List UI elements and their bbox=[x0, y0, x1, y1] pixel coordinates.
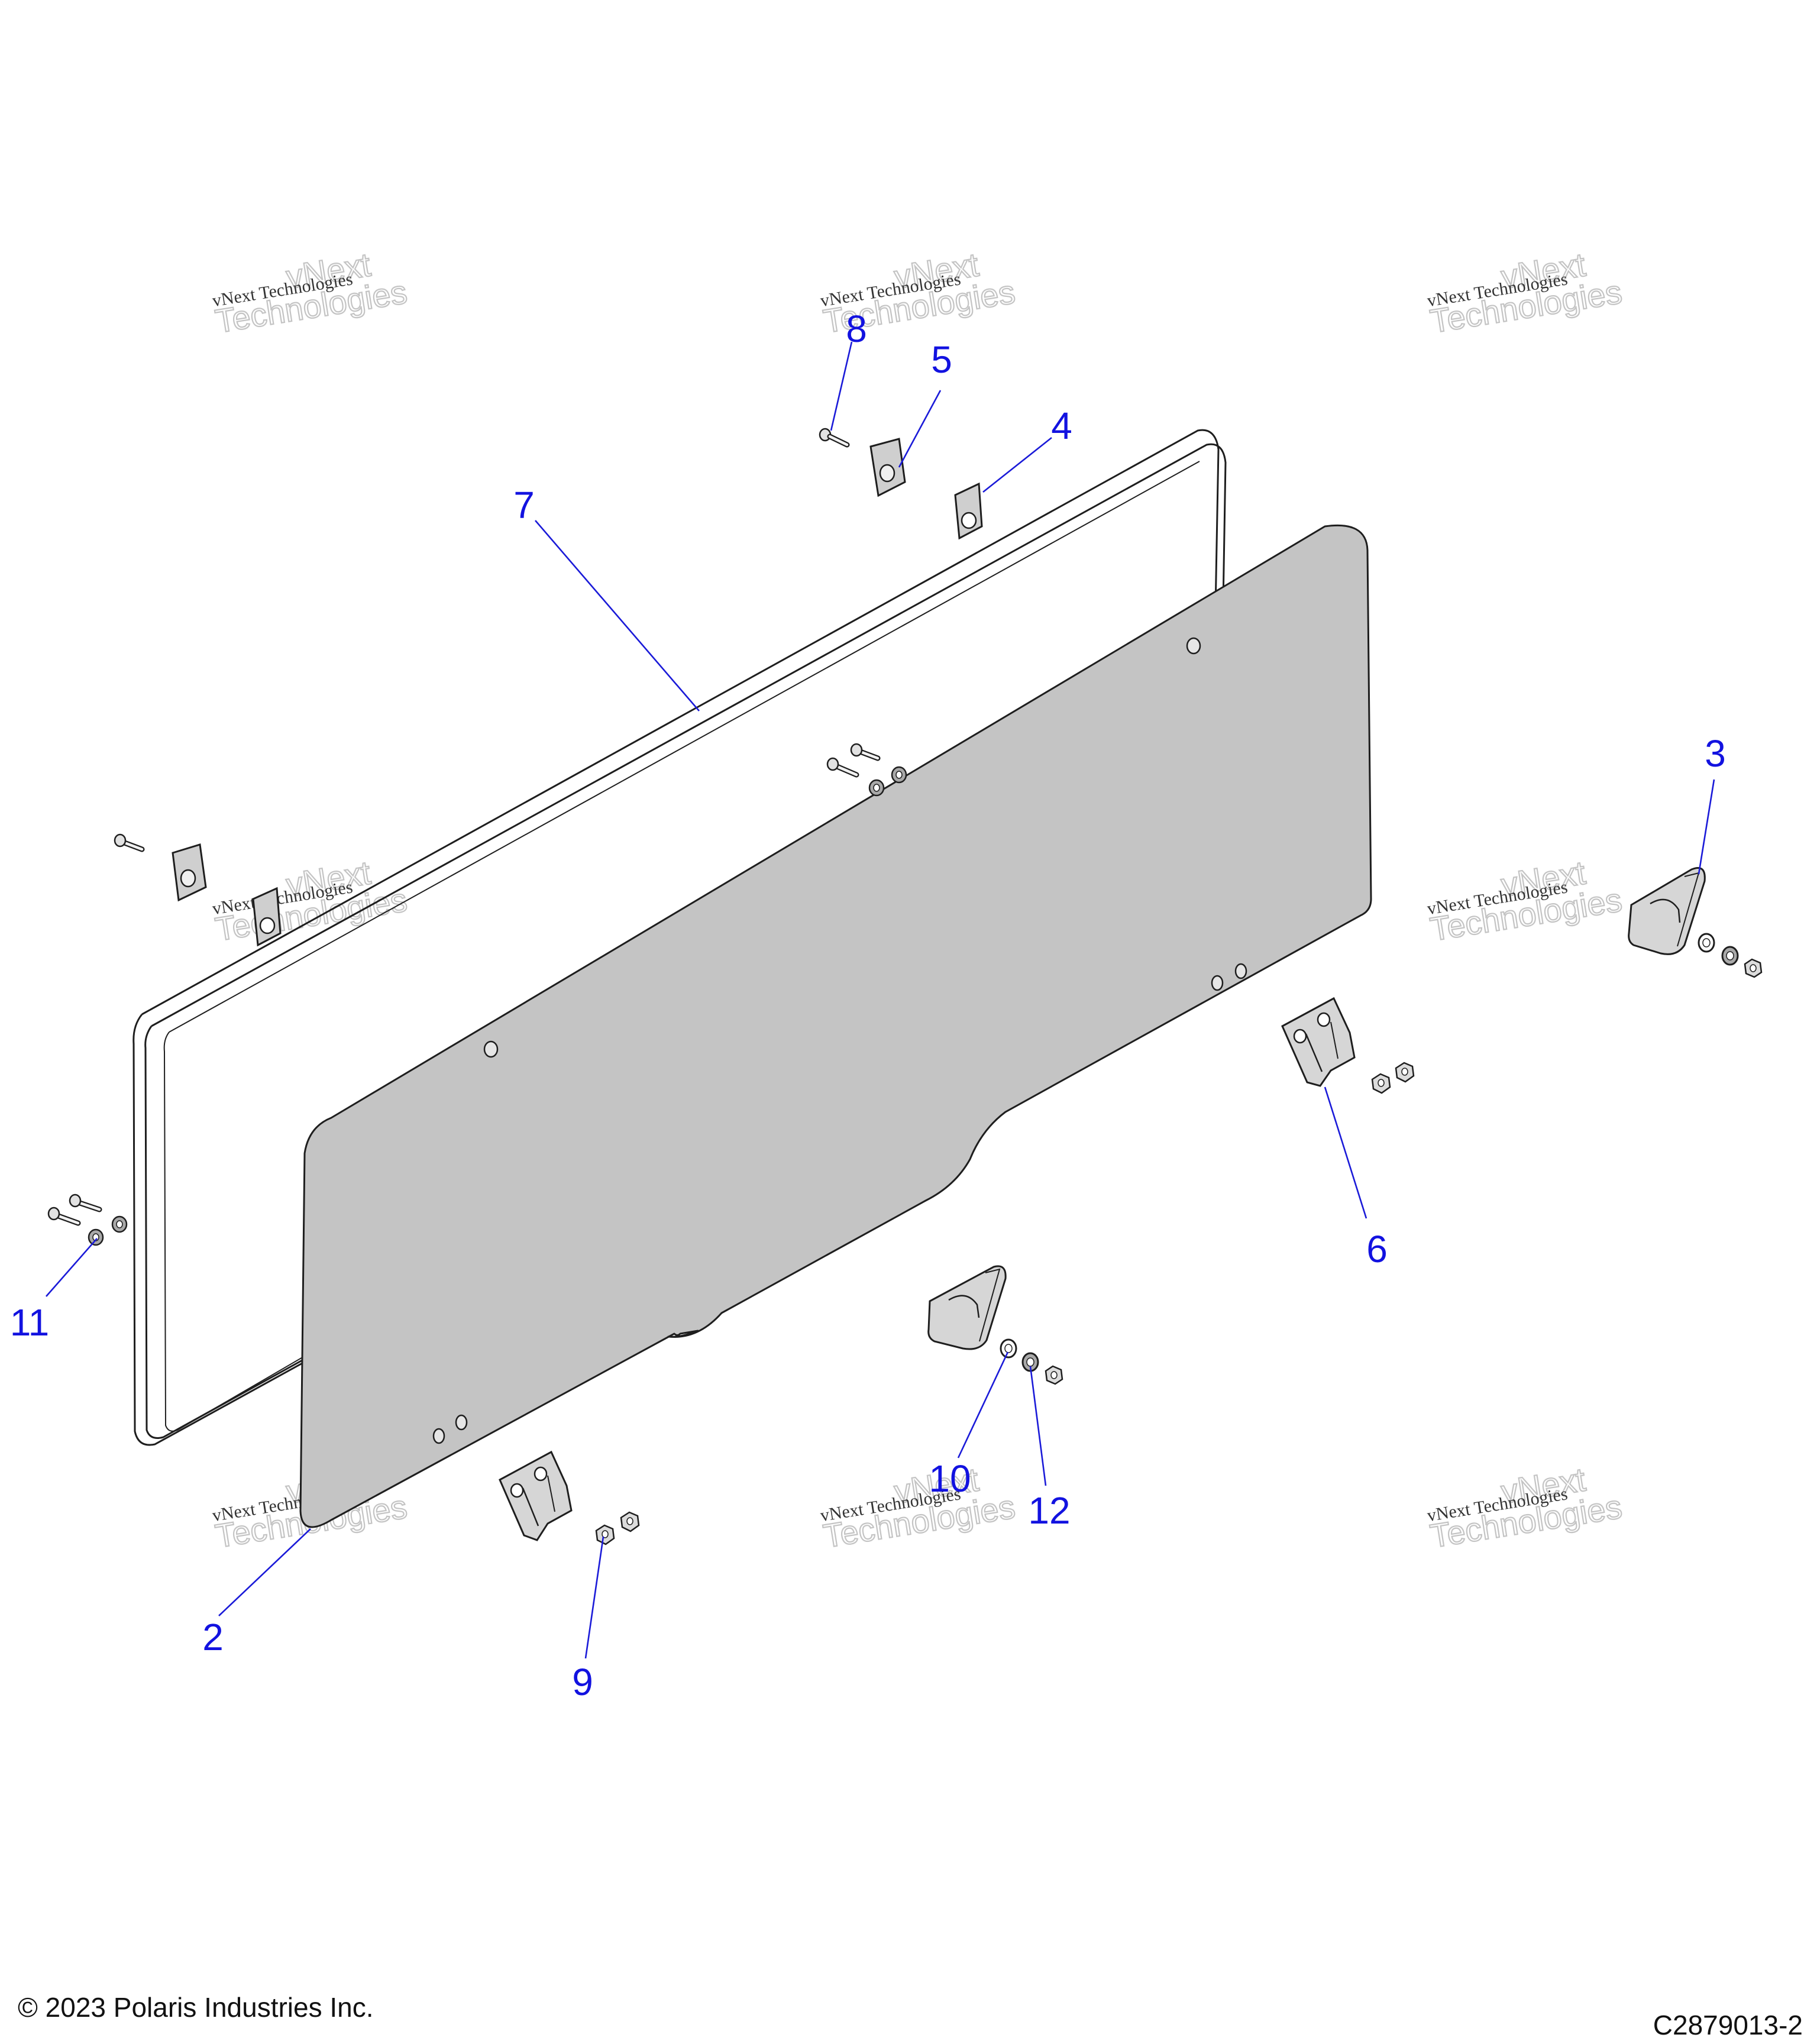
watermark-1: Technologies vNext vNext Technologies bbox=[211, 245, 410, 341]
watermark-6: Technologies vNext vNext Technologies bbox=[1426, 853, 1625, 949]
bolt-icon bbox=[47, 1207, 81, 1226]
bolt-icon bbox=[819, 428, 850, 448]
clip-nut-icon bbox=[172, 843, 207, 902]
nut-icon bbox=[1045, 1365, 1063, 1385]
callout-12: 12 bbox=[1028, 1489, 1070, 1532]
seal-frame bbox=[132, 429, 1227, 1446]
callout-4: 4 bbox=[1051, 405, 1072, 447]
tab-bracket-icon bbox=[954, 482, 983, 540]
bolt-icon bbox=[826, 757, 859, 778]
callout-10: 10 bbox=[929, 1457, 971, 1500]
rear-panel bbox=[299, 524, 1372, 1528]
watermark-2: Technologies vNext vNext Technologies bbox=[819, 245, 1019, 341]
leader-12 bbox=[1029, 1366, 1047, 1486]
hardware bbox=[47, 428, 1763, 1545]
washer-icon bbox=[111, 1215, 128, 1233]
washer-icon bbox=[1000, 1338, 1017, 1359]
callout-6: 6 bbox=[1366, 1228, 1388, 1270]
bolt-icon bbox=[69, 1194, 102, 1212]
watermark-4: Technologies vNext vNext Technologies bbox=[211, 853, 410, 949]
leader-6 bbox=[1324, 1086, 1367, 1219]
hinge-bracket-icon bbox=[499, 1450, 573, 1541]
nut-icon bbox=[620, 1511, 640, 1532]
figure-id: C2879013-2 bbox=[1653, 2010, 1803, 2040]
leader-11 bbox=[46, 1238, 98, 1297]
watermark-8: Technologies vNext vNext Technologies bbox=[819, 1460, 1019, 1555]
bolt-icon bbox=[850, 743, 881, 761]
leader-8 bbox=[830, 341, 853, 431]
leader-lines bbox=[46, 341, 1715, 1659]
nut-icon bbox=[595, 1524, 615, 1545]
nut-icon bbox=[1744, 958, 1763, 978]
nut-icon bbox=[1395, 1062, 1415, 1083]
washer-icon bbox=[891, 766, 907, 784]
washer-icon bbox=[1721, 946, 1739, 966]
callout-11: 11 bbox=[10, 1301, 49, 1344]
nut-icon bbox=[1371, 1073, 1391, 1094]
callout-7: 7 bbox=[513, 484, 535, 526]
watermark-3: Technologies vNext vNext Technologies bbox=[1426, 245, 1625, 341]
hinge-bracket-icon bbox=[1281, 997, 1356, 1087]
callout-numbers: 8 5 4 7 3 6 11 10 12 2 9 bbox=[10, 308, 1726, 1703]
leader-2 bbox=[218, 1528, 311, 1616]
washer-icon bbox=[88, 1228, 104, 1246]
callout-3: 3 bbox=[1705, 732, 1726, 775]
bolt-icon bbox=[114, 833, 145, 852]
leader-9 bbox=[584, 1536, 604, 1659]
tab-bracket-icon bbox=[252, 887, 282, 947]
clip-nut-icon bbox=[869, 438, 906, 497]
callout-9: 9 bbox=[572, 1661, 593, 1703]
callout-8: 8 bbox=[846, 308, 867, 350]
washer-icon bbox=[1698, 933, 1715, 953]
latch-bracket-icon bbox=[1628, 867, 1706, 955]
washer-icon bbox=[868, 779, 885, 797]
leader-10 bbox=[957, 1351, 1009, 1458]
callout-5: 5 bbox=[931, 338, 952, 381]
callout-2: 2 bbox=[202, 1616, 224, 1658]
leader-7 bbox=[535, 520, 700, 711]
leader-5 bbox=[898, 390, 942, 468]
leader-3 bbox=[1698, 779, 1715, 875]
latch-bracket-icon bbox=[927, 1265, 1007, 1350]
copyright-text: © 2023 Polaris Industries Inc. bbox=[18, 1992, 374, 2023]
watermark-9: Technologies vNext vNext Technologies bbox=[1426, 1460, 1625, 1555]
leader-4 bbox=[982, 436, 1052, 493]
